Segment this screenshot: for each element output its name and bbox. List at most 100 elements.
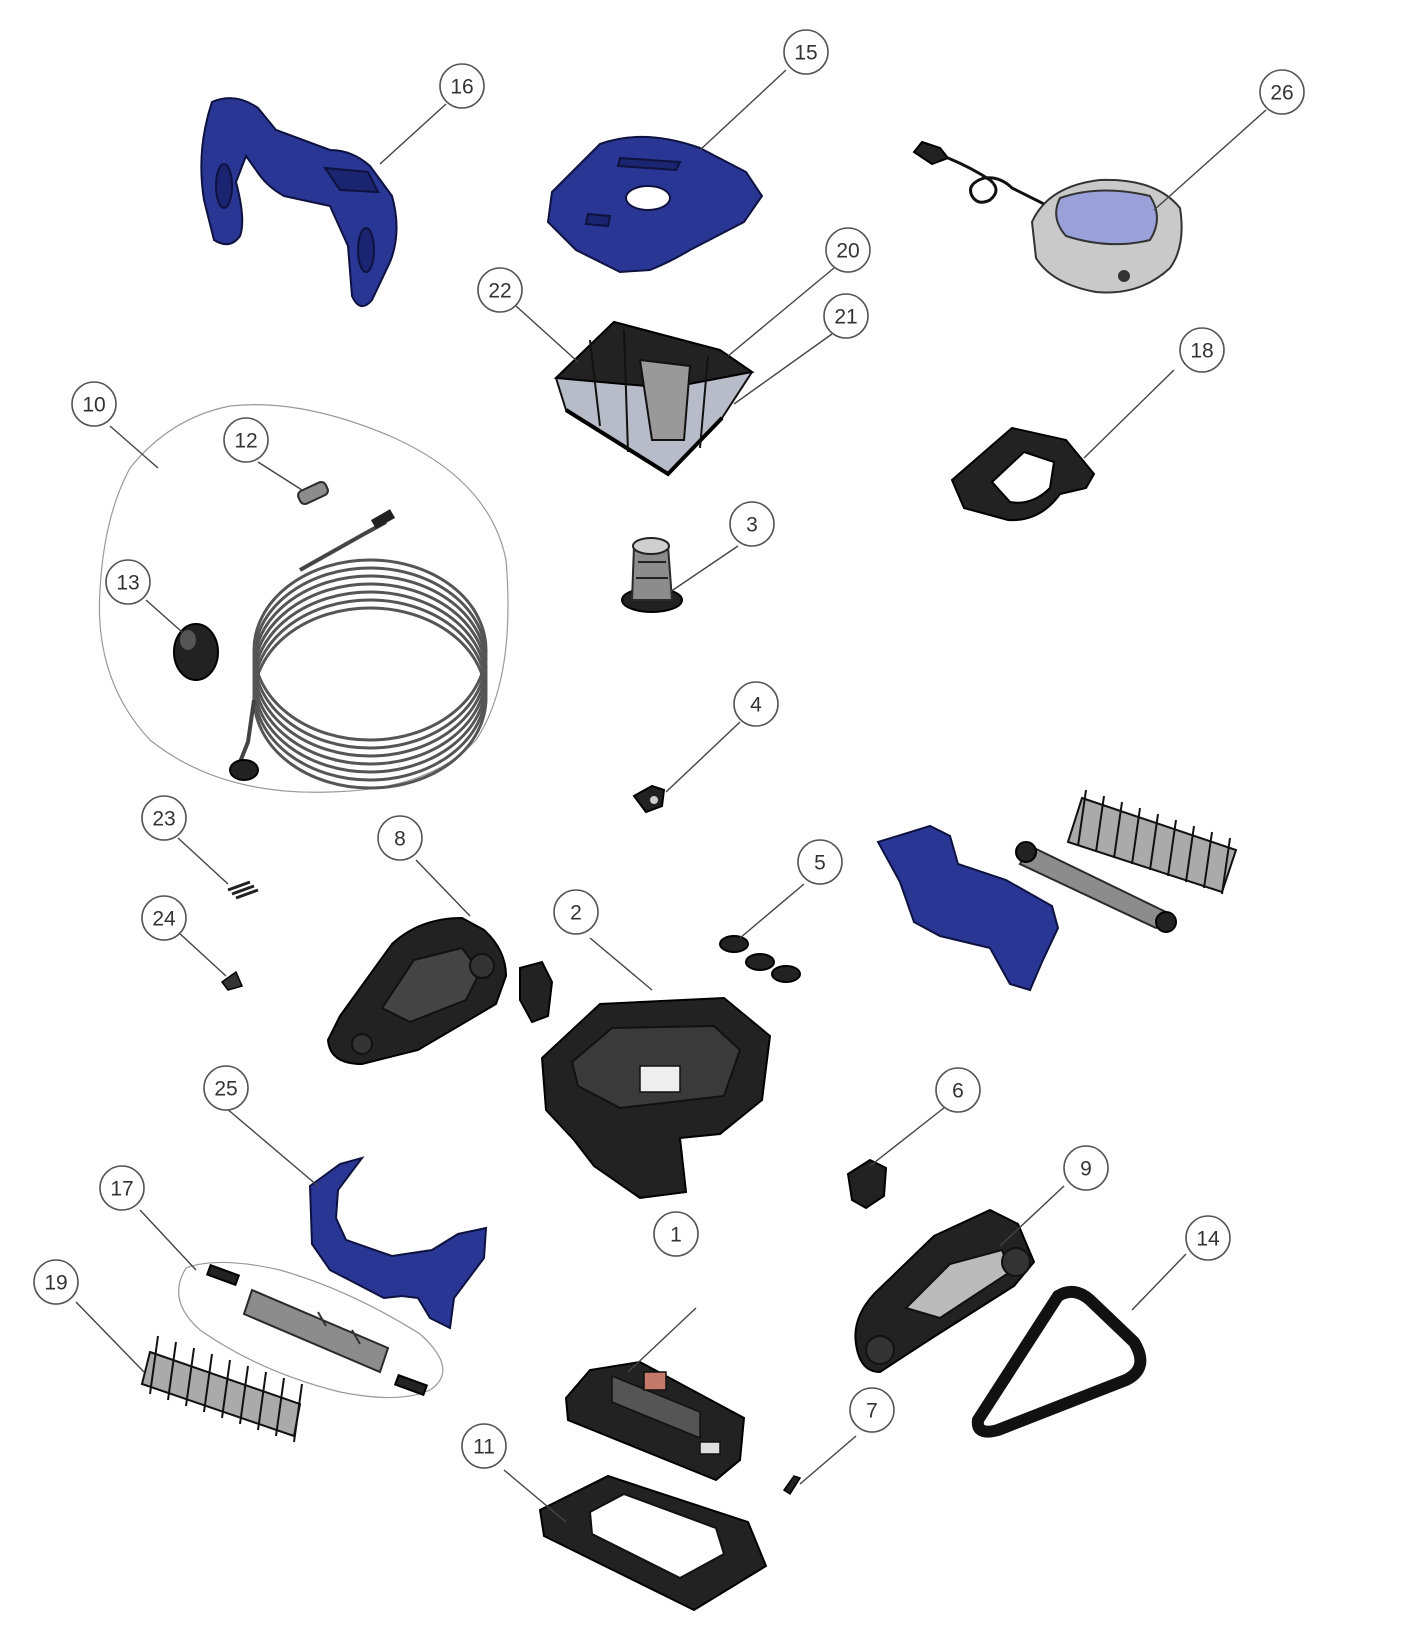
callout-circle [825, 227, 871, 273]
callout-circle [729, 501, 775, 547]
callout-circle [377, 815, 423, 861]
part-23-screws [227, 880, 259, 900]
callout-26: 26 [1259, 69, 1305, 115]
part-19-brush [140, 1335, 303, 1443]
callout-10: 10 [71, 381, 117, 427]
callout-number: 9 [1080, 1158, 1092, 1181]
callout-circle [823, 293, 869, 339]
callout-15: 15 [783, 29, 829, 75]
callout-1: 1 [653, 1211, 699, 1257]
callout-number: 14 [1196, 1228, 1220, 1251]
callout-circle [797, 839, 843, 885]
callout-18: 18 [1179, 327, 1225, 373]
part-7-pin [782, 1475, 802, 1496]
part-3-impeller [621, 537, 683, 613]
callout-11: 11 [461, 1423, 507, 1469]
part-17-roller-kit [178, 1261, 444, 1399]
callout-20: 20 [825, 227, 871, 273]
callout-number: 2 [570, 902, 582, 925]
part-11-frame [538, 1474, 768, 1612]
callout-number: 24 [152, 908, 176, 931]
callout-layer: 1234567891011121314151617181920212223242… [33, 29, 1305, 1469]
callout-circle [1063, 1145, 1109, 1191]
callout-14: 14 [1185, 1215, 1231, 1261]
callout-circle [1185, 1215, 1231, 1261]
part-2-chassis [540, 996, 772, 1200]
callout-number: 3 [746, 514, 758, 537]
part-13-float [173, 623, 219, 681]
callout-number: 7 [866, 1400, 878, 1423]
callout-circle [653, 1211, 699, 1257]
callout-9: 9 [1063, 1145, 1109, 1191]
part-front-cover-navy [876, 824, 1060, 992]
part-1-motor-block [564, 1360, 746, 1482]
callout-circle [99, 1165, 145, 1211]
callout-circle [935, 1067, 981, 1113]
callout-number: 16 [450, 76, 473, 99]
callout-circle [105, 559, 151, 605]
part-9-side-panel [854, 1208, 1036, 1374]
callout-circle [477, 267, 523, 313]
callout-12: 12 [223, 417, 269, 463]
callout-circle [1259, 69, 1305, 115]
part-8-side-panel [326, 916, 554, 1066]
callout-number: 26 [1270, 82, 1293, 105]
part-14-track-belt [971, 1285, 1147, 1438]
part-10-floating-cable-kit [98, 404, 509, 793]
part-22-20-21-filter-basket [553, 320, 755, 477]
callout-circle [141, 795, 187, 841]
callout-number: 17 [110, 1178, 133, 1201]
callout-circle [783, 29, 829, 75]
callout-2: 2 [553, 889, 599, 935]
callout-circle [1179, 327, 1225, 373]
callout-23: 23 [141, 795, 187, 841]
callout-circle [461, 1423, 507, 1469]
callout-circle [203, 1065, 249, 1111]
callout-number: 20 [836, 240, 859, 263]
callout-24: 24 [141, 895, 187, 941]
callout-number: 25 [214, 1078, 237, 1101]
callout-number: 1 [670, 1224, 682, 1247]
part-24-screw [220, 970, 244, 991]
callout-6: 6 [935, 1067, 981, 1113]
callout-number: 19 [44, 1272, 67, 1295]
callout-19: 19 [33, 1259, 79, 1305]
callout-number: 11 [473, 1436, 495, 1459]
part-25-rear-cover [308, 1156, 488, 1330]
part-12-swivel [297, 480, 329, 506]
callout-8: 8 [377, 815, 423, 861]
part-4-clip [632, 784, 666, 814]
callout-3: 3 [729, 501, 775, 547]
callout-number: 15 [794, 42, 817, 65]
callout-number: 21 [834, 306, 857, 329]
callout-number: 10 [82, 394, 105, 417]
callout-number: 13 [116, 572, 139, 595]
part-roller-top-right [1015, 841, 1177, 933]
callout-16: 16 [439, 63, 485, 109]
callout-circle [553, 889, 599, 935]
part-6-component [846, 1158, 888, 1210]
callout-22: 22 [477, 267, 523, 313]
callout-4: 4 [733, 681, 779, 727]
callout-circle [439, 63, 485, 109]
callout-circle [223, 417, 269, 463]
callout-circle [141, 895, 187, 941]
part-15-top-cover [546, 135, 764, 274]
callout-13: 13 [105, 559, 151, 605]
callout-number: 23 [152, 808, 175, 831]
callout-circle [33, 1259, 79, 1305]
part-16-handle [200, 97, 398, 307]
callout-number: 6 [952, 1080, 964, 1103]
callout-number: 12 [234, 430, 257, 453]
callout-25: 25 [203, 1065, 249, 1111]
callout-number: 5 [814, 852, 826, 875]
callout-number: 22 [488, 280, 511, 303]
part-5-discs [719, 935, 801, 983]
callout-number: 4 [750, 694, 762, 717]
part-26-power-supply [912, 140, 1183, 294]
callout-circle [733, 681, 779, 727]
part-brush-top-right [1066, 789, 1238, 895]
callout-7: 7 [849, 1387, 895, 1433]
callout-21: 21 [823, 293, 869, 339]
